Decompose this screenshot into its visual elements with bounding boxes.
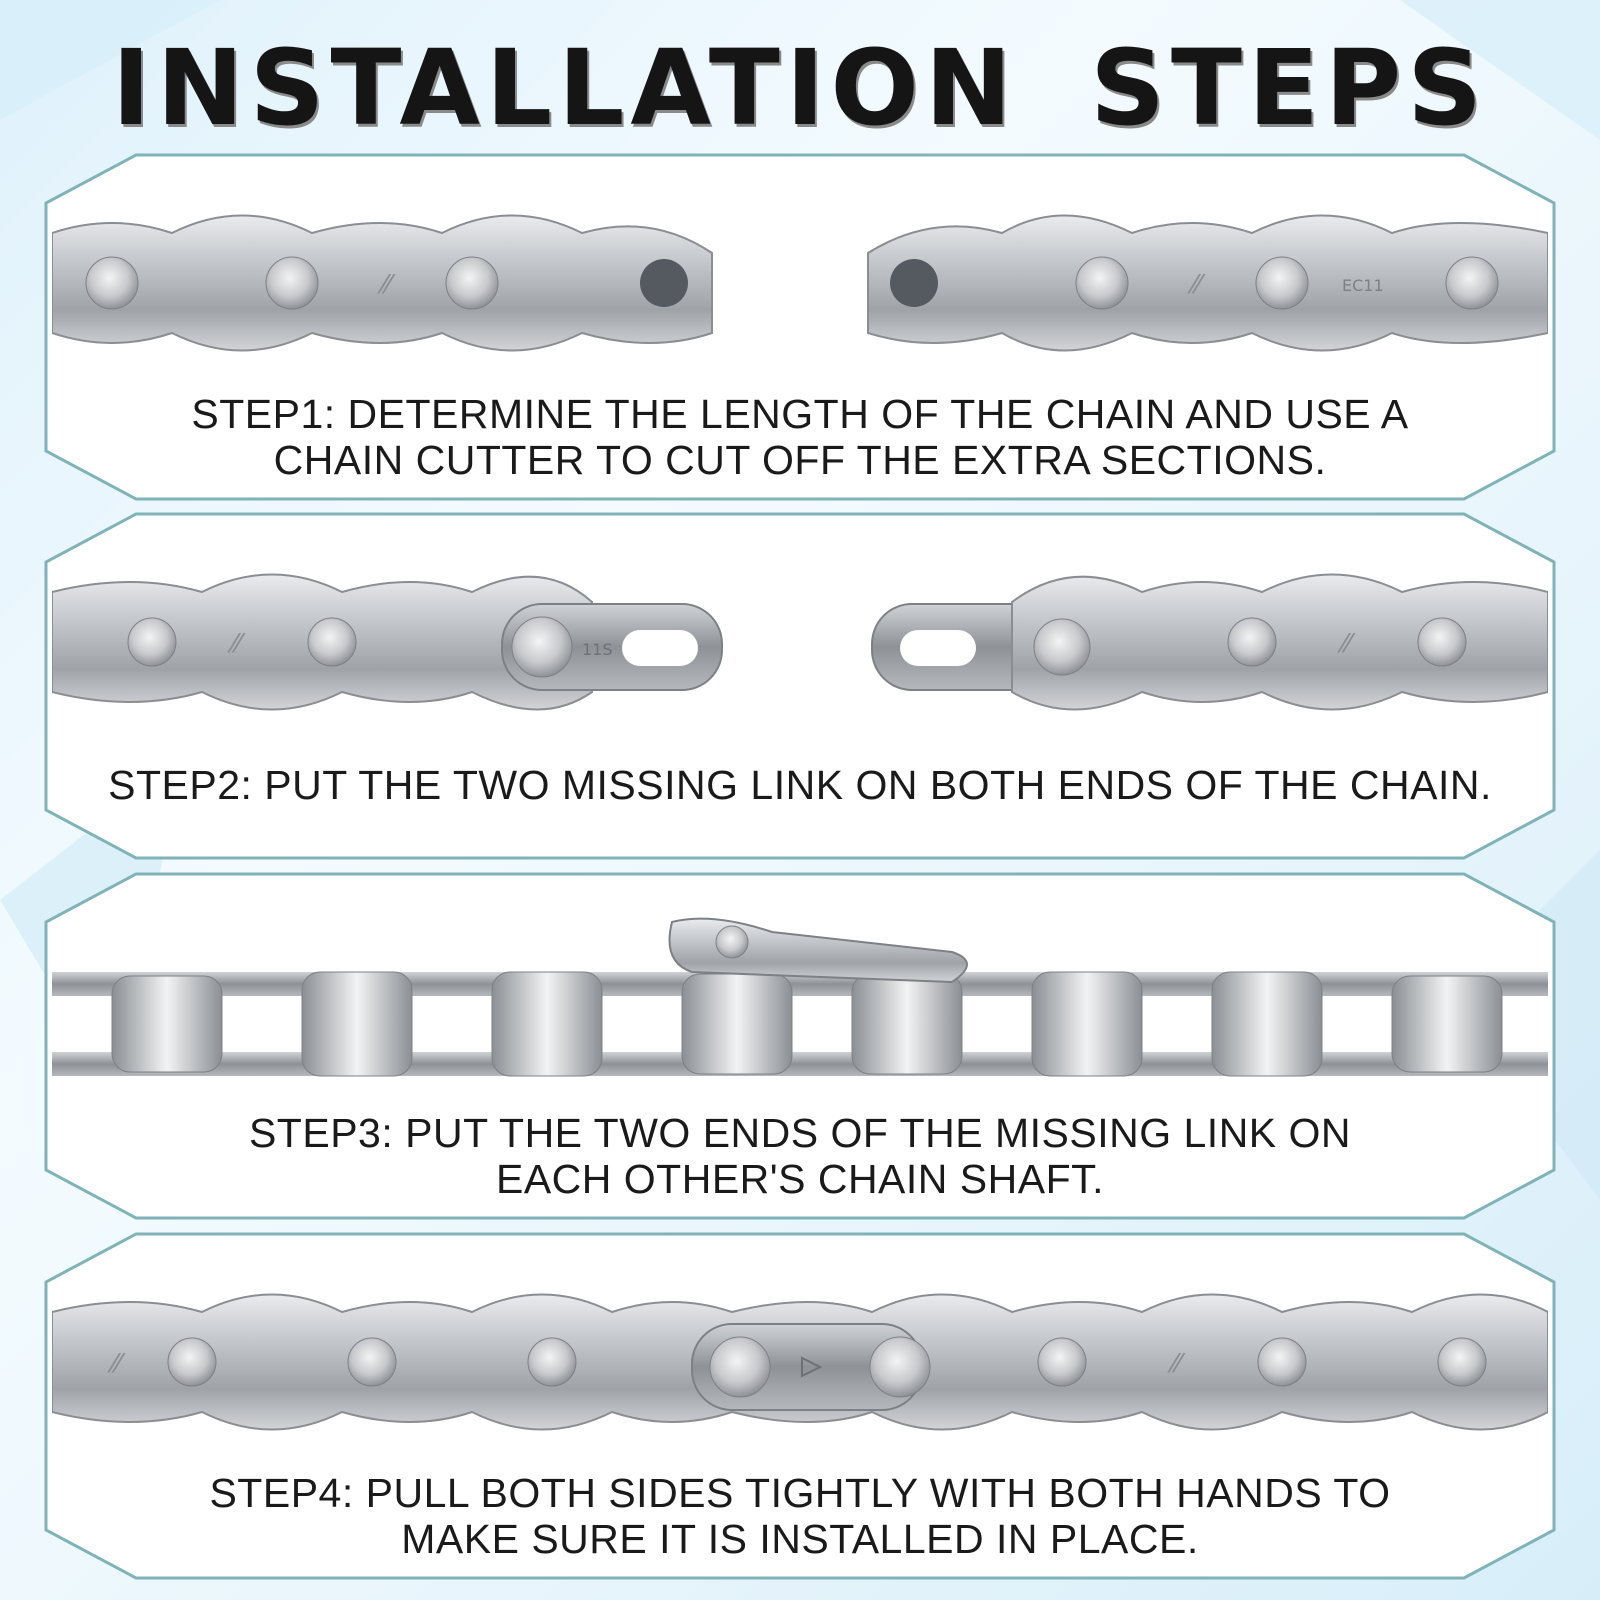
step-4-text: STEP4: PULL BOTH SIDES TIGHTLY WITH BOTH… — [44, 1470, 1556, 1562]
step-1-line-1: STEP1: DETERMINE THE LENGTH OF THE CHAIN… — [191, 391, 1409, 437]
step-4-line-1: STEP4: PULL BOTH SIDES TIGHTLY WITH BOTH… — [209, 1470, 1391, 1516]
step-1-line-2: CHAIN CUTTER TO CUT OFF THE EXTRA SECTIO… — [273, 437, 1327, 483]
plate-marking: EC11 — [1342, 276, 1384, 295]
chain-connected-image: ⁄⁄ ⁄⁄ — [52, 1293, 1548, 1431]
page-title: INSTALLATION STEPS — [111, 27, 1489, 149]
link-marking: 11S — [582, 640, 613, 659]
missing-link-plate — [668, 917, 968, 984]
step-1-text: STEP1: DETERMINE THE LENGTH OF THE CHAIN… — [44, 391, 1556, 483]
right-chain-segment: ⁄⁄ — [1011, 573, 1548, 711]
chain-side-view — [52, 917, 1548, 1077]
chain-cut-apart-image: ⁄⁄ ⁄⁄ EC11 — [52, 214, 1548, 352]
missing-link-left-half: 11S — [501, 603, 723, 691]
step-2-text: STEP2: PUT THE TWO MISSING LINK ON BOTH … — [44, 762, 1556, 808]
step-3-panel: STEP3: PUT THE TWO ENDS OF THE MISSING L… — [44, 872, 1556, 1220]
step-4-line-2: MAKE SURE IT IS INSTALLED IN PLACE. — [401, 1516, 1199, 1562]
step-4-panel: ⁄⁄ ⁄⁄ STEP4: PULL BOTH SIDES TIGHTLY WIT… — [44, 1232, 1556, 1580]
step-3-line-1: STEP3: PUT THE TWO ENDS OF THE MISSING L… — [248, 1110, 1352, 1156]
chain-missing-link-image: ⁄⁄ 11S ⁄⁄ — [52, 573, 1548, 711]
step-3-line-2: EACH OTHER'S CHAIN SHAFT. — [495, 1156, 1105, 1202]
right-chain-segment: ⁄⁄ EC11 — [867, 214, 1548, 352]
panel-frame — [44, 872, 1556, 1220]
step-1-panel: ⁄⁄ ⁄⁄ EC11 STEP1: DETERMINE THE LENGTH O… — [44, 153, 1556, 501]
step-3-text: STEP3: PUT THE TWO ENDS OF THE MISSING L… — [44, 1110, 1556, 1202]
left-chain-segment: ⁄⁄ — [52, 214, 713, 352]
step-2-panel: ⁄⁄ 11S ⁄⁄ STEP2: PUT THE TWO MISSING LIN… — [44, 512, 1556, 860]
left-chain-segment: ⁄⁄ — [52, 573, 593, 711]
step-2-line-1: STEP2: PUT THE TWO MISSING LINK ON BOTH … — [108, 762, 1492, 808]
chain-side-view-image — [52, 917, 1548, 1077]
connected-chain: ⁄⁄ ⁄⁄ — [52, 1293, 1548, 1431]
